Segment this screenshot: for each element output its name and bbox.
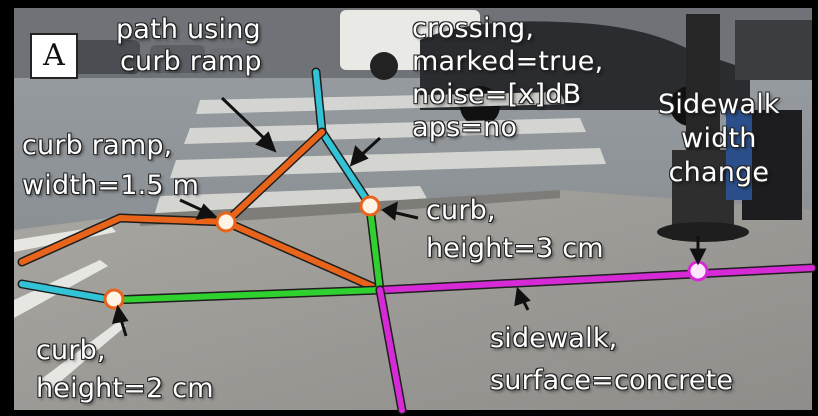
label-sidewalk-width-change: Sidewalk width change (657, 88, 780, 188)
sidewalk-magenta-path-down (377, 287, 405, 413)
parked-car (735, 20, 812, 80)
nodes (103, 195, 709, 310)
label-sidewalk-surface: sidewalk, surface=concrete (489, 322, 734, 396)
parked-car (150, 45, 205, 73)
label-curb-height-2cm: curb, height=2 cm (35, 334, 214, 404)
dark-sedan (420, 21, 750, 111)
arrow (220, 96, 270, 144)
label-curb-height-3cm: curb, height=3 cm (425, 194, 604, 264)
curb-ramp-path (19, 129, 325, 265)
blue-box (726, 110, 752, 200)
panel-label: A (30, 33, 78, 79)
curb-node-3cm (359, 195, 381, 217)
curb-ramp-node (215, 211, 237, 233)
parked-car (70, 40, 140, 74)
annotation-arrows (111, 96, 707, 337)
path-network (17, 67, 817, 415)
label-path-using-curb-ramp: path using curb ramp (115, 13, 262, 77)
curb-node-2cm (103, 288, 125, 310)
label-curb-ramp-width: curb ramp, width=1.5 m (21, 129, 200, 201)
label-crossing: crossing, marked=true, noise=[x]dB aps=n… (411, 12, 604, 143)
sidewalk-surface (14, 190, 812, 410)
crossing-path-left (19, 281, 115, 303)
arrow (391, 210, 419, 220)
sidewalk-magenta-path (377, 265, 815, 293)
curb-ramp-path-2 (223, 219, 383, 293)
curb-edge (140, 190, 560, 226)
parked-car (210, 48, 250, 72)
